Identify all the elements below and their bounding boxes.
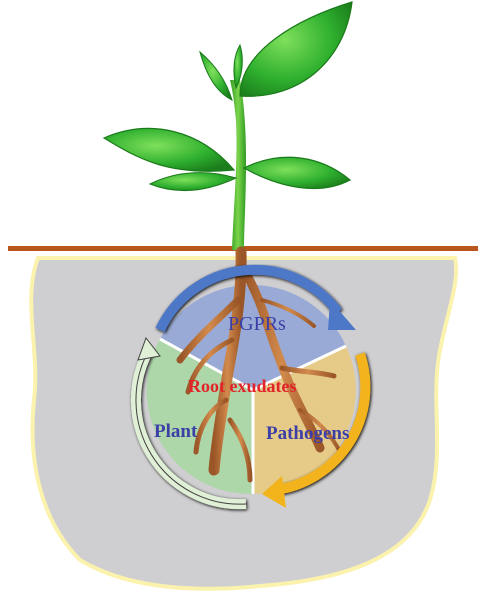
label-pathogens: Pathogens: [266, 423, 349, 444]
leaf-left-large: [104, 128, 234, 171]
leaf-left-lower: [150, 173, 236, 191]
label-pgprs: PGPRs: [228, 313, 286, 335]
leaf-top: [240, 2, 352, 96]
leaf-bud: [234, 45, 242, 88]
plant-stem: [230, 80, 246, 250]
label-plant: Plant: [154, 421, 198, 442]
label-root-exudates: Root exudates: [188, 376, 297, 396]
leaf-right-large: [244, 157, 350, 188]
leaf-top-small: [200, 52, 232, 100]
